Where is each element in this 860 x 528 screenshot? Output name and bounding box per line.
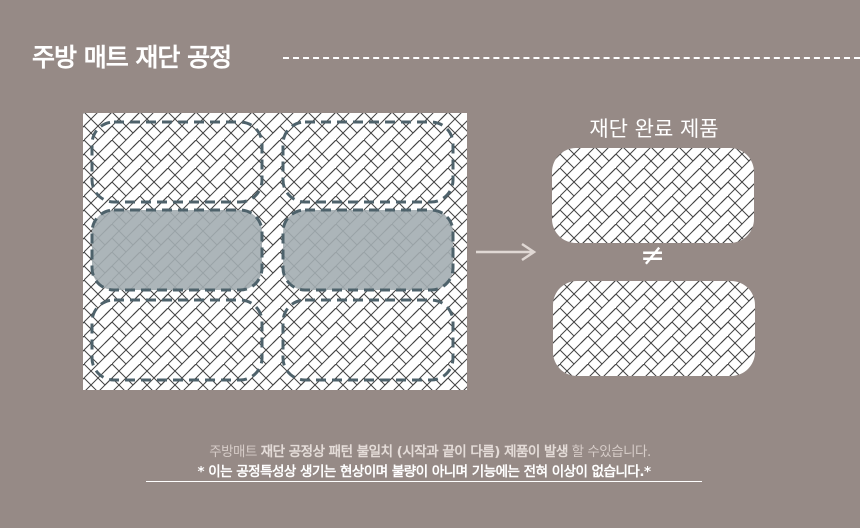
note-text: 할 수있습니다. bbox=[567, 444, 652, 460]
finished-product bbox=[553, 281, 755, 376]
finished-product bbox=[552, 148, 754, 243]
cut-piece bbox=[281, 298, 455, 382]
cut-piece bbox=[281, 120, 455, 204]
arrow-icon bbox=[476, 242, 537, 262]
cut-piece-highlighted bbox=[281, 208, 455, 292]
note-text: 주방매트 bbox=[209, 444, 261, 460]
note-emphasis: 재단 공정상 패턴 불일치 (시작과 끝이 다름) 제품이 발생 bbox=[260, 444, 569, 460]
cut-piece bbox=[90, 120, 264, 204]
note-line-2: * 이는 공정특성상 생기는 현상이며 불량이 아니며 기능에는 전혀 이상이 … bbox=[146, 460, 702, 482]
result-label: 재단 완료 제품 bbox=[589, 117, 719, 141]
cut-piece-highlighted bbox=[90, 208, 264, 292]
title-divider bbox=[283, 57, 860, 59]
note-line-1: 주방매트 재단 공정상 패턴 불일치 (시작과 끝이 다름) 제품이 발생 할 … bbox=[0, 440, 860, 460]
not-equal-icon: ≠ bbox=[640, 238, 666, 273]
cut-piece bbox=[90, 298, 264, 382]
page-title: 주방 매트 재단 공정 bbox=[32, 43, 232, 72]
